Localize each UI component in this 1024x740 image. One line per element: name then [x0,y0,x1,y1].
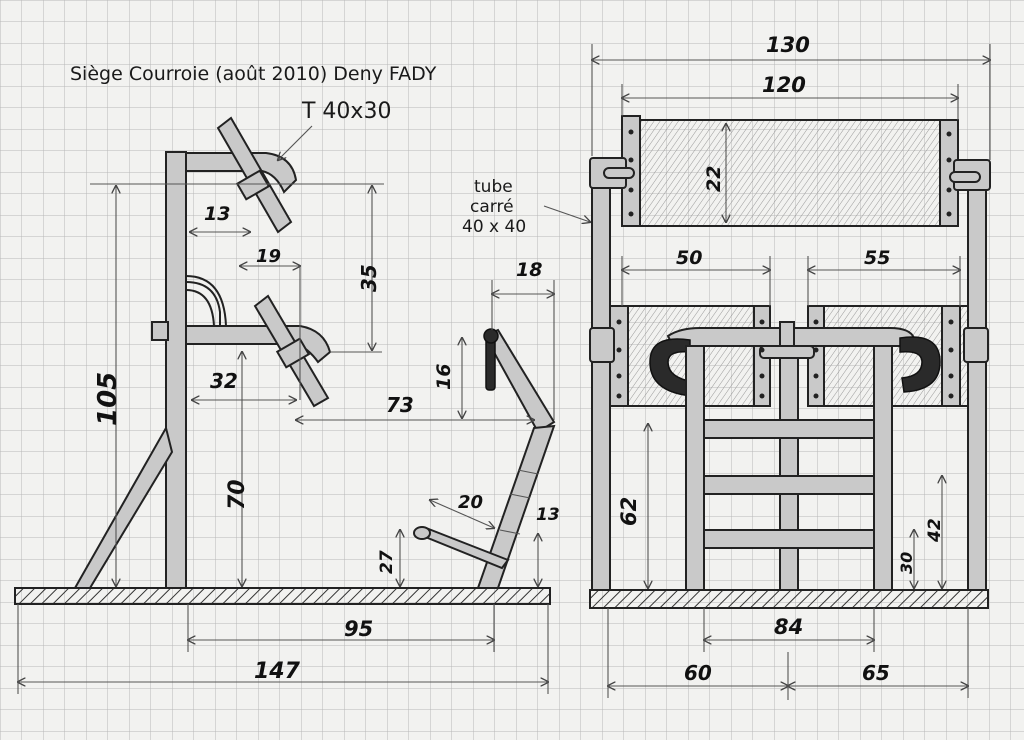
dim-20: 20 [458,492,483,513]
front-dimension-lines [592,44,990,700]
dim-62: 62 [617,497,641,526]
front-view: tube carré 40 x 40 [462,33,990,700]
side-top-bracket [235,169,271,201]
front-left-post [591,185,611,591]
front-frame-rung-1 [703,419,875,439]
backrest-right-pin [949,171,981,183]
front-right-handle-grip [899,336,941,393]
side-curved-handle-outline [185,275,227,327]
front-floor-beam [589,589,989,609]
backrest-pad [639,119,941,227]
dim-73: 73 [386,393,414,417]
side-footrest-knob [413,526,431,540]
side-diagonal-brace [73,425,174,589]
front-frame-rung-3 [703,529,875,549]
side-view: T 40x30 13 [14,99,560,694]
dim-84: 84 [774,615,803,639]
seat-right-hinge [963,327,989,363]
dim-13-footrest: 13 [536,505,560,525]
backrest-left-pin [603,167,635,179]
backrest-clamp-rivets [628,129,952,217]
tube-label-line2: carré [470,197,514,217]
dim-105: 105 [93,372,123,426]
dim-120: 120 [762,73,806,97]
dim-65: 65 [862,661,890,685]
front-frame-center-leg [779,357,799,591]
tube-profile-label: T 40x30 [301,99,391,124]
seat-right-clamp [941,305,961,407]
dim-16: 16 [433,364,455,390]
side-arm-end-cap [151,321,169,341]
tube-profile-arrow [278,125,313,160]
dim-130: 130 [766,33,810,57]
seat-left-hinge [589,327,615,363]
side-seat-bracket [275,337,311,369]
dim-55: 55 [864,247,890,269]
front-center-crossbar [759,345,815,359]
dim-19: 19 [256,246,281,267]
dim-30: 30 [897,552,916,574]
tube-label-arrow [543,205,590,222]
dim-27: 27 [377,550,397,574]
leg-rest-divider-2 [509,493,531,499]
dim-22: 22 [703,166,725,192]
side-dimension-lines [18,183,554,694]
dim-35: 35 [357,264,381,292]
side-curved-handle [185,281,221,327]
dim-95: 95 [344,617,373,641]
dim-50: 50 [676,247,702,269]
seat-clamp-rivets [616,319,954,399]
front-frame-left-leg [685,345,705,591]
dim-13-arm: 13 [204,203,230,225]
front-right-post [967,185,987,591]
side-leg-pin-head [483,328,499,344]
front-frame-right-leg [873,345,893,591]
tube-label-line3: 40 x 40 [462,217,526,237]
dim-147: 147 [254,659,301,684]
side-leg-rest-lower [476,424,556,589]
dim-42: 42 [925,518,945,543]
leg-rest-divider-1 [517,469,539,475]
front-frame-rung-2 [703,475,875,495]
leg-rest-divider-3 [499,529,521,535]
drawing-title: Siège Courroie (août 2010) Deny FADY [70,63,437,85]
dim-18: 18 [516,259,542,281]
tube-label-line1: tube [474,177,513,197]
side-floor-beam [14,587,551,605]
dim-60: 60 [684,661,712,685]
dim-70: 70 [225,479,250,510]
dim-32: 32 [210,369,238,393]
side-vertical-post [165,151,187,589]
